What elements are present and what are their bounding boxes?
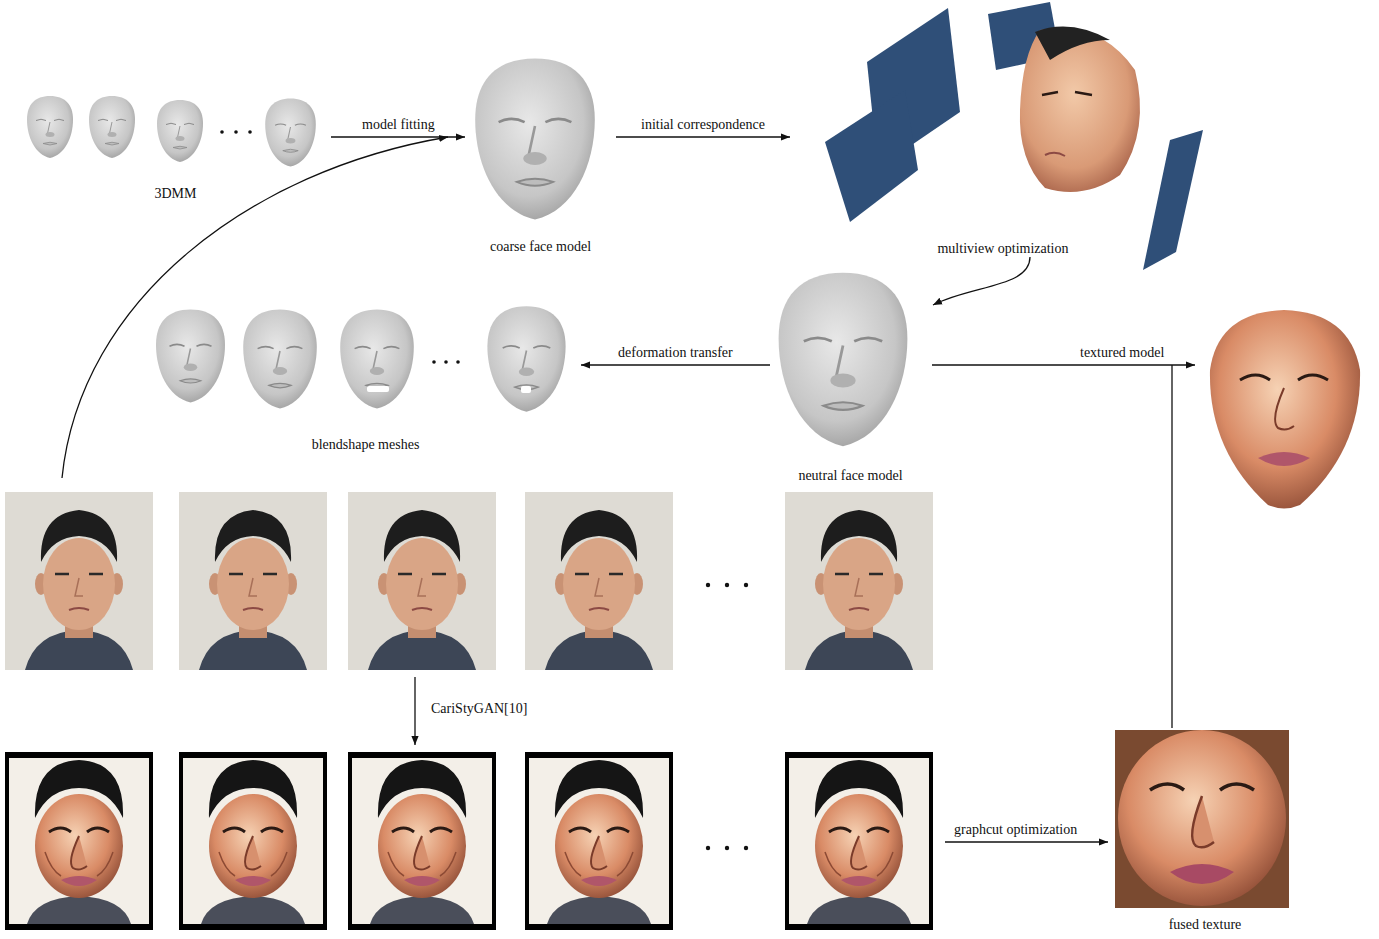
figure-caption: multiview optimization xyxy=(790,240,1216,257)
edge-label: deformation transfer xyxy=(616,344,735,361)
figure-node: fused texture xyxy=(1113,728,1297,933)
flow-arrow xyxy=(331,136,465,137)
edge-label: initial correspondence xyxy=(639,116,767,133)
figure-caption: coarse face model xyxy=(465,238,616,255)
neutral-face xyxy=(779,273,908,447)
step-label: graphcut optimization xyxy=(952,821,1079,838)
coarse-face xyxy=(475,58,595,219)
figure-node: coarse face model xyxy=(465,48,616,255)
multiview-cameras xyxy=(825,2,1203,270)
figure-node: neutral face model xyxy=(770,262,931,484)
figure-caption: fused texture xyxy=(1113,916,1297,933)
blendshape-faces xyxy=(156,306,566,411)
flow-arrow xyxy=(581,364,770,365)
photo-row xyxy=(5,492,933,670)
textured-face xyxy=(1210,310,1360,509)
flow-arrow xyxy=(933,257,1030,305)
fused-texture-image xyxy=(1115,730,1289,908)
figure-node: blendshape meshes xyxy=(150,298,581,453)
flow-arrow xyxy=(616,136,790,137)
edge-label: model fitting xyxy=(360,116,437,133)
caricature-row xyxy=(5,752,933,930)
figure-caption: blendshape meshes xyxy=(150,436,581,453)
step-label: textured model xyxy=(1078,344,1166,361)
figure-caption: 3DMM xyxy=(20,185,331,202)
figure-node: 3DMM xyxy=(20,85,331,202)
figure-caption: neutral face model xyxy=(770,467,931,484)
3dmm-faces xyxy=(27,96,316,167)
step-label: CariStyGAN[10] xyxy=(429,700,529,717)
figure-node: multiview optimization xyxy=(790,5,1216,257)
